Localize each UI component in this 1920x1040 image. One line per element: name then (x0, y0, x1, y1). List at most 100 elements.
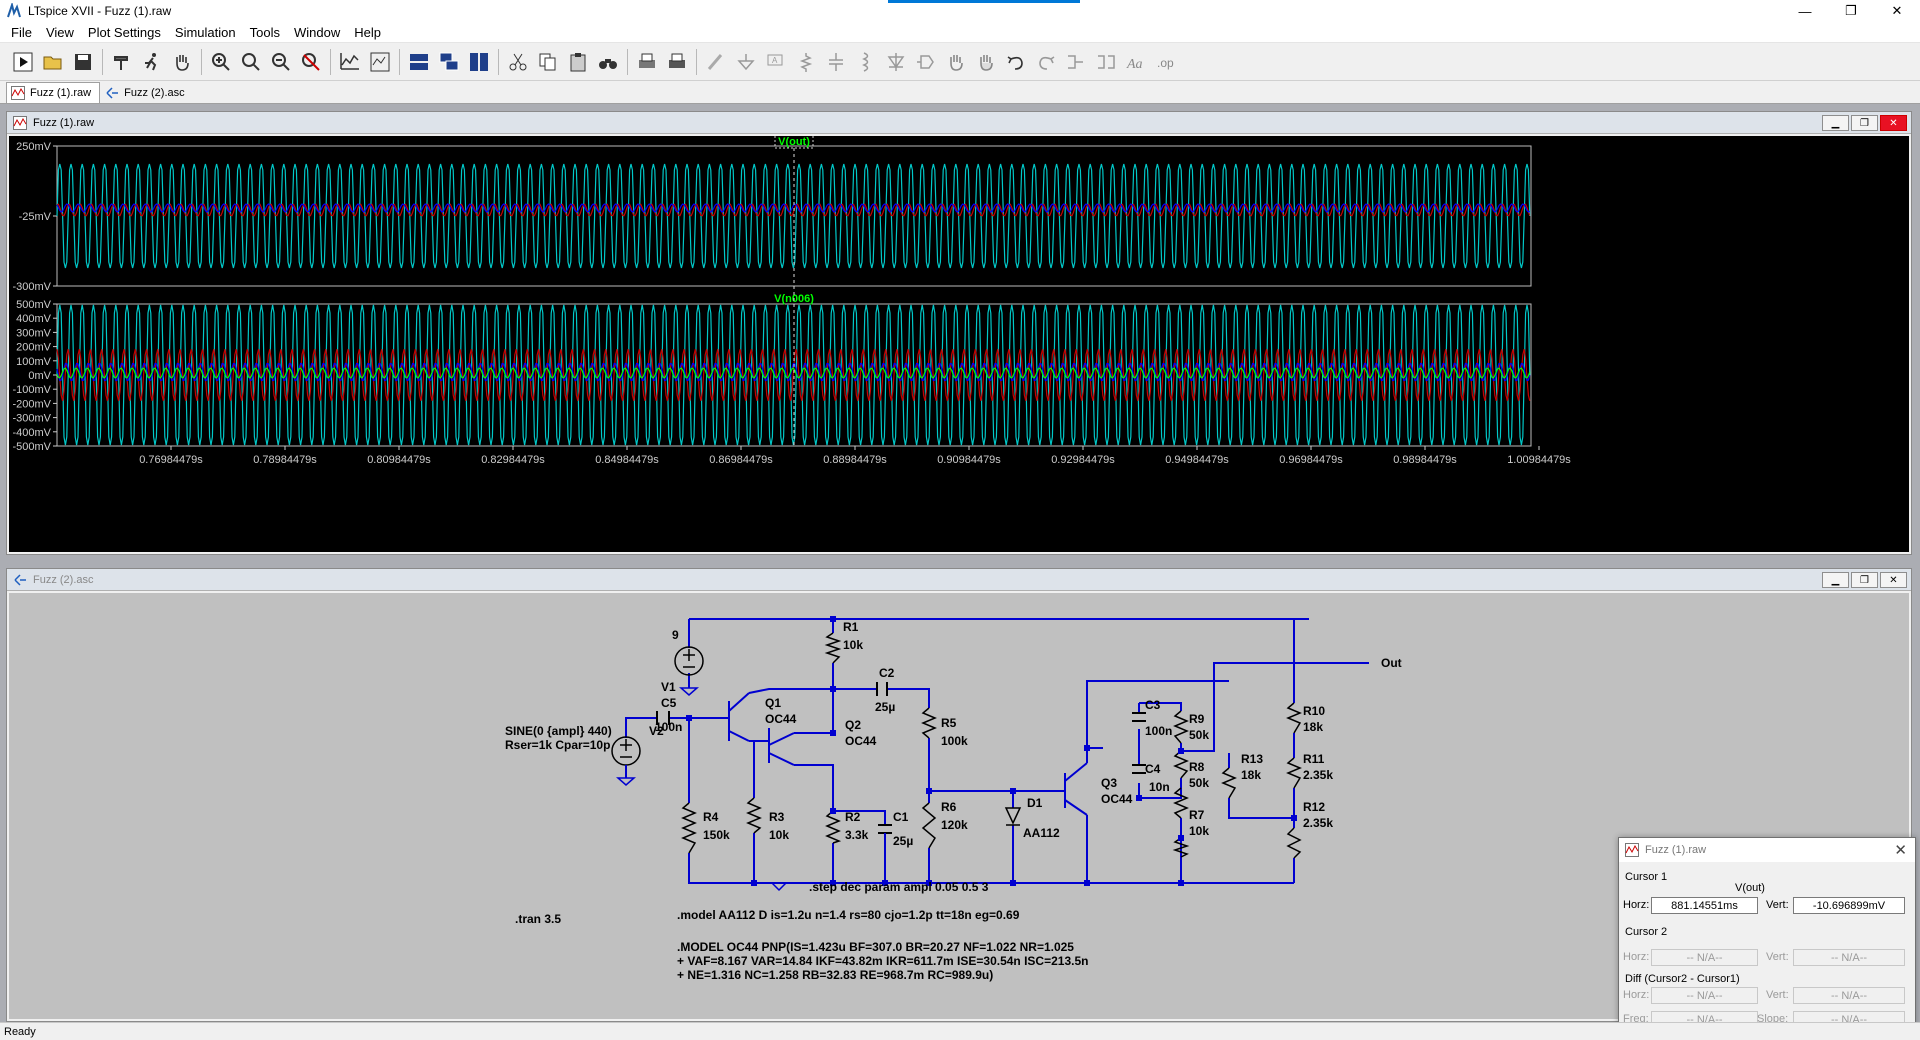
menu-help[interactable]: Help (354, 24, 381, 40)
cursor1-trace: V(out) (1735, 882, 1765, 894)
text-icon[interactable]: Aa (1121, 47, 1151, 77)
diode-symbol (1004, 807, 1022, 826)
open-icon[interactable] (38, 47, 68, 77)
find-icon[interactable] (593, 47, 623, 77)
cursor1-horz-field[interactable]: 881.14551ms (1651, 897, 1758, 914)
child-restore-button[interactable]: ❐ (1851, 572, 1878, 588)
cut-icon[interactable] (503, 47, 533, 77)
redo-icon[interactable] (1031, 47, 1061, 77)
print-icon[interactable] (632, 47, 662, 77)
move-icon[interactable] (941, 47, 971, 77)
copy-icon[interactable] (533, 47, 563, 77)
drag-icon[interactable] (971, 47, 1001, 77)
ground-icon[interactable] (731, 47, 761, 77)
schematic-icon (14, 573, 26, 586)
paste-icon[interactable] (563, 47, 593, 77)
minimize-button[interactable]: — (1798, 3, 1812, 19)
tile-horizontal-icon[interactable] (404, 47, 434, 77)
tab-fuzz-raw[interactable]: Fuzz (1).raw (6, 82, 101, 103)
hammer-icon[interactable] (107, 47, 137, 77)
transistor-model-line1[interactable]: .MODEL OC44 PNP(IS=1.423u BF=307.0 BR=20… (677, 940, 1074, 954)
r7-name: R7 (1189, 808, 1205, 822)
menu-tools[interactable]: Tools (249, 24, 280, 40)
tab-label: Fuzz (1).raw (30, 87, 92, 99)
run-man-icon[interactable] (137, 47, 167, 77)
q2-name: Q2 (845, 718, 861, 732)
spice-directive-icon[interactable]: .op (1151, 47, 1181, 77)
y-tick-label: 300mV (16, 327, 52, 339)
child-close-button[interactable]: ✕ (1880, 115, 1907, 131)
resistor-icon[interactable] (791, 47, 821, 77)
child-restore-button[interactable]: ❐ (1851, 115, 1878, 131)
plot-select-icon[interactable] (365, 47, 395, 77)
transistor-model-line2[interactable]: + VAF=8.167 VAR=14.84 IKF=43.82m IKR=611… (677, 954, 1088, 968)
schematic-canvas[interactable]: 9 V1 R1 10k C2 25µ C5 100n Q1 OC44 Q2 OC… (9, 593, 1909, 1019)
zoom-area-icon[interactable] (236, 47, 266, 77)
waveform-plot[interactable]: 250mV-25mV-300mV500mV400mV300mV200mV100m… (9, 133, 1909, 552)
print-setup-icon[interactable] (662, 47, 692, 77)
x-tick-label: 0.96984479s (1279, 454, 1343, 466)
capacitor-symbols (656, 682, 1146, 834)
menu-file[interactable]: File (11, 24, 32, 40)
inductor-icon[interactable] (851, 47, 881, 77)
cursor2-vert-field: -- N/A-- (1793, 949, 1905, 966)
child-minimize-button[interactable]: ▁ (1822, 115, 1849, 131)
component-icon[interactable] (911, 47, 941, 77)
y-tick-label: -300mV (12, 281, 51, 293)
plot-window-titlebar[interactable]: Fuzz (1).raw (7, 112, 1911, 134)
capacitor-icon[interactable] (821, 47, 851, 77)
zoom-out-icon[interactable] (266, 47, 296, 77)
svg-text:.op: .op (1157, 56, 1174, 70)
child-close-button[interactable]: ✕ (1880, 572, 1907, 588)
r13-name: R13 (1241, 752, 1263, 766)
undo-icon[interactable] (1001, 47, 1031, 77)
d1-name: D1 (1027, 796, 1043, 810)
tab-fuzz-asc[interactable]: Fuzz (2).asc (100, 83, 194, 103)
cascade-icon[interactable] (434, 47, 464, 77)
schematic-icon (106, 87, 119, 99)
tile-vertical-icon[interactable] (464, 47, 494, 77)
r10-name: R10 (1303, 704, 1325, 718)
child-minimize-button[interactable]: ▁ (1822, 572, 1849, 588)
menu-plot-settings[interactable]: Plot Settings (87, 24, 161, 40)
x-tick-label: 0.80984479s (367, 454, 431, 466)
vout-step-2-trace (56, 203, 1531, 217)
label-icon[interactable]: A (761, 47, 791, 77)
step-directive[interactable]: .step dec param ampl 0.05 0.5 3 (809, 880, 989, 894)
tran-directive[interactable]: .tran 3.5 (515, 912, 561, 926)
cursor1-vert-field[interactable]: -10.696899mV (1793, 897, 1905, 914)
menu-simulation[interactable]: Simulation (174, 24, 236, 40)
zoom-cancel-icon[interactable] (296, 47, 326, 77)
close-icon[interactable]: ✕ (1894, 842, 1907, 859)
pan-hand-icon[interactable] (167, 47, 197, 77)
diode-model-directive[interactable]: .model AA112 D is=1.2u n=1.4 rs=80 cjo=1… (677, 908, 1020, 922)
cursor-dialog-titlebar[interactable]: Fuzz (1).raw (1619, 838, 1915, 862)
close-button[interactable]: ✕ (1891, 3, 1903, 18)
y-tick-label: -500mV (12, 441, 51, 453)
plot-window-title: Fuzz (1).raw (33, 116, 95, 129)
mirror-icon[interactable] (1091, 47, 1121, 77)
vn006-step-3-trace (56, 304, 1531, 446)
schematic-drawing[interactable]: 9 V1 R1 10k C2 25µ C5 100n Q1 OC44 Q2 OC… (9, 593, 1909, 1019)
run-icon[interactable] (8, 47, 38, 77)
svg-text:A: A (772, 56, 778, 65)
zoom-in-icon[interactable] (206, 47, 236, 77)
menu-window[interactable]: Window (293, 24, 341, 40)
autorange-icon[interactable] (335, 47, 365, 77)
schematic-window: Fuzz (2).asc ▁ ❐ ✕ (6, 568, 1912, 1022)
maximize-button[interactable]: ❐ (1845, 3, 1857, 18)
title-accent (888, 0, 1080, 3)
menu-view[interactable]: View (45, 24, 74, 40)
cursor1-vert-label: Vert: (1766, 899, 1789, 911)
v1-value: 9 (672, 628, 679, 642)
wire-icon[interactable] (701, 47, 731, 77)
r5-value: 100k (941, 734, 968, 748)
save-icon[interactable] (68, 47, 98, 77)
c2-value: 25µ (875, 700, 895, 714)
rotate-icon[interactable] (1061, 47, 1091, 77)
transistor-model-line3[interactable]: + NE=1.316 NC=1.258 RB=32.83 RE=968.7m R… (677, 968, 993, 982)
status-bar: Ready (0, 1022, 1920, 1040)
diode-icon[interactable] (881, 47, 911, 77)
schematic-window-titlebar[interactable]: Fuzz (2).asc (7, 569, 1911, 591)
